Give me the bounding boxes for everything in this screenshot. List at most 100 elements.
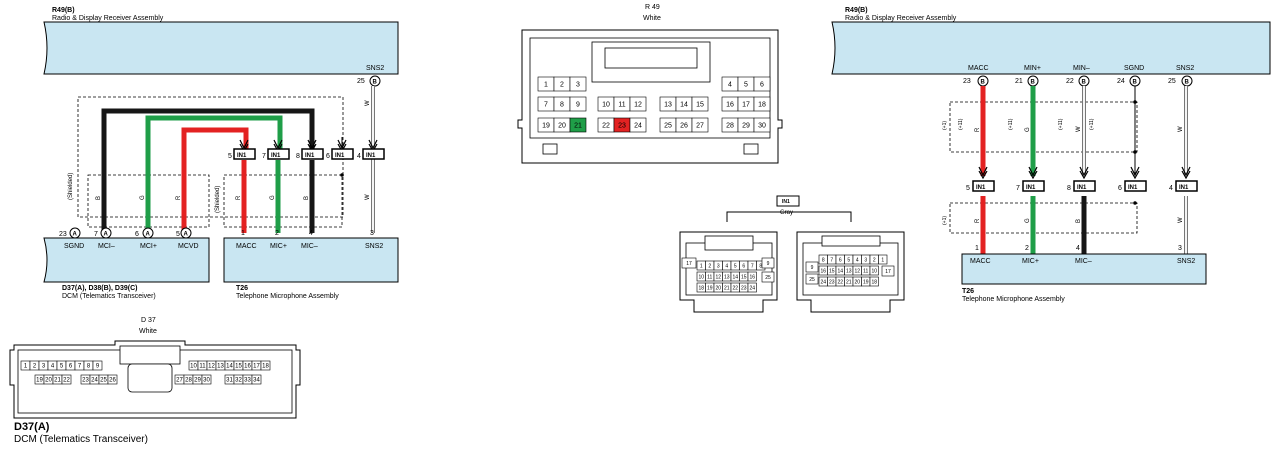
in1-right-pin-label: 12 — [854, 268, 860, 274]
in1-right-pin-label: 1 — [881, 257, 884, 263]
r49-pin-cell — [629, 117, 647, 133]
svg-text:MACC: MACC — [236, 243, 257, 250]
r49-pin-label: 22 — [602, 122, 610, 129]
svg-text:(+11): (+11) — [1089, 118, 1095, 130]
dcm-pins: 23 A SGND 7 A MCI– 6 A MCI+ 5 A MCVD — [59, 227, 199, 250]
d37-pin-label: 34 — [253, 378, 260, 384]
svg-text:G: G — [1025, 218, 1031, 223]
svg-text:(+11): (+11) — [1008, 118, 1014, 130]
r49-pin-label: 7 — [544, 101, 548, 108]
in1-left-pin-label: 25 — [765, 275, 771, 281]
svg-text:W: W — [1076, 126, 1082, 132]
svg-text:1: 1 — [975, 245, 979, 252]
in1-right-pin-label: 22 — [837, 279, 843, 285]
d37-pin-label: 27 — [176, 378, 183, 384]
wire-letter-2: G — [140, 195, 146, 200]
in1-left-pin-label: 5 — [734, 263, 737, 269]
svg-text:2: 2 — [275, 230, 279, 237]
r49-pin-label: 21 — [574, 122, 582, 129]
r49-pin-label: 28 — [726, 122, 734, 129]
in1-right-pin-cell — [881, 265, 895, 277]
d37-pin-cell — [92, 360, 103, 371]
in1-right-pin-cell — [869, 276, 879, 287]
in1-left-pin-label: 17 — [686, 261, 692, 267]
in1-right-pin-cell — [869, 265, 879, 276]
d37-pin-label: 24 — [91, 378, 98, 384]
d37-pin-label: 18 — [262, 364, 269, 370]
svg-text:3: 3 — [370, 230, 374, 237]
r49-pin-label: 24 — [634, 122, 642, 129]
svg-text:MIN–: MIN– — [1073, 65, 1090, 72]
right-r49-label: R49(B) — [845, 7, 868, 14]
r49-pin-label: 29 — [742, 122, 750, 129]
svg-text:R: R — [975, 127, 981, 132]
r49-pin-label: 8 — [560, 101, 564, 108]
d37-pin-cell — [260, 360, 271, 371]
in1-left-pin-label: 6 — [742, 263, 745, 269]
r49-pin-label: 12 — [634, 101, 642, 108]
d37-pin-label: 33 — [244, 378, 251, 384]
wire-red-mcvd — [181, 127, 249, 230]
in1-left-pin-label: 4 — [725, 263, 728, 269]
svg-text:MCVD: MCVD — [178, 243, 199, 250]
r49-pin-cell — [569, 117, 587, 133]
d37-pin-label: 17 — [253, 364, 260, 370]
in1-right-pin-label: 6 — [839, 257, 842, 263]
r49-pin-cell — [753, 96, 771, 112]
left-shielded-1: (Shielded) — [68, 173, 74, 200]
svg-text:MIC–: MIC– — [301, 243, 318, 250]
r49-pin-label: 17 — [742, 101, 750, 108]
in1-right-pin-label: 9 — [811, 265, 814, 271]
d37-title: D 37 — [141, 317, 156, 324]
svg-text:4: 4 — [309, 230, 313, 237]
in1-left-pin-cell — [747, 271, 757, 282]
svg-text:A: A — [104, 232, 109, 238]
svg-text:6: 6 — [135, 231, 139, 238]
wire-black-mci-minus — [101, 108, 315, 230]
svg-text:B: B — [1076, 219, 1082, 223]
svg-text:MACC: MACC — [970, 258, 991, 265]
in1-left-pin-label: 9 — [767, 261, 770, 267]
d37-pin-label: 12 — [208, 364, 215, 370]
in1-left-pin-cell — [761, 271, 775, 283]
right-in1-connectors: IN1 IN1 IN1 IN1 IN1 5 7 8 6 4 — [966, 166, 1198, 192]
r49-pin-label: 20 — [558, 122, 566, 129]
svg-text:(+1): (+1) — [942, 121, 948, 130]
r49-pin-label: 13 — [664, 101, 672, 108]
in1-left-pin-label: 22 — [732, 285, 738, 291]
d37-color: White — [139, 328, 157, 335]
left-in1-pin-3: 8 — [296, 153, 300, 160]
svg-text:MIN+: MIN+ — [1024, 65, 1041, 72]
right-schematic: R49(B) Radio & Display Receiver Assembly… — [831, 7, 1271, 303]
svg-text:5: 5 — [176, 231, 180, 238]
in1-right-pin-label: 21 — [846, 279, 852, 285]
svg-text:IN1: IN1 — [1128, 185, 1138, 191]
d37-pin-label: 1 — [24, 364, 28, 370]
svg-text:IN1: IN1 — [976, 185, 986, 191]
d37-pin-label: 13 — [217, 364, 224, 370]
left-r49-name: Radio & Display Receiver Assembly — [52, 15, 164, 22]
svg-text:A: A — [146, 232, 151, 238]
svg-text:5: 5 — [966, 185, 970, 192]
left-in1-label-4: IN1 — [335, 153, 345, 159]
r49-pin-label: 5 — [744, 81, 748, 88]
r49-pin-cell — [569, 96, 587, 112]
in1-right-pin-label: 17 — [885, 269, 891, 275]
svg-text:MIC+: MIC+ — [270, 243, 287, 250]
in1-left-pin-label: 11 — [707, 274, 712, 280]
in1-right-pin-label: 4 — [856, 257, 859, 263]
d37-pin-label: 19 — [36, 378, 43, 384]
left-t26-label: T26 — [236, 285, 248, 292]
in1-right-pin-label: 8 — [822, 257, 825, 263]
in1-left-pin-label: 13 — [724, 274, 730, 280]
left-in1-pin-5: 4 — [357, 153, 361, 160]
in1-right-pin-cell — [805, 261, 819, 273]
svg-text:B: B — [981, 80, 986, 86]
svg-text:25: 25 — [1168, 78, 1176, 85]
left-in1-connectors: IN1 IN1 IN1 IN1 IN1 5 7 8 6 4 — [228, 139, 385, 160]
in1-right-pin-label: 16 — [820, 268, 826, 274]
in1-right-pin-label: 25 — [809, 277, 815, 283]
r49-pin-cell — [753, 117, 771, 133]
